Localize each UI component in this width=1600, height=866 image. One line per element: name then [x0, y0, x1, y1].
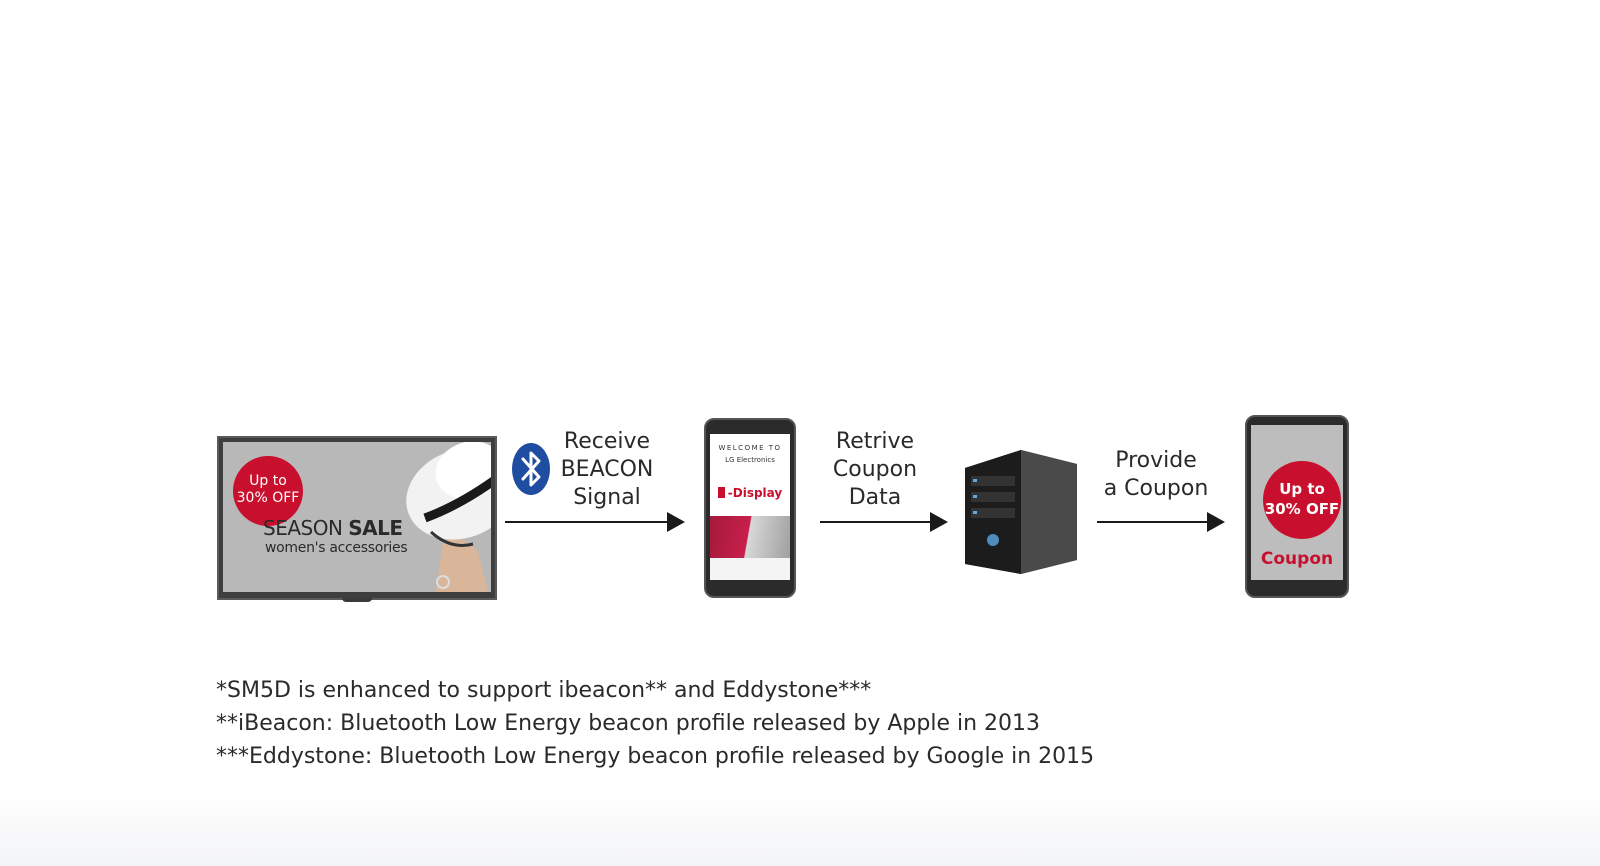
arrow-right-icon [820, 512, 948, 532]
app-screen: WELCOME TO LG Electronics -Display [710, 434, 790, 580]
app-nav-bar [710, 558, 790, 580]
footnote-1: *SM5D is enhanced to support ibeacon** a… [216, 678, 872, 703]
display-discount-badge: Up to 30% OFF [233, 456, 303, 526]
coupon-badge-line1: Up to [1279, 480, 1325, 498]
smartphone-app: WELCOME TO LG Electronics -Display [704, 418, 796, 598]
step-retrieve-label: Retrive Coupon Data [820, 428, 930, 512]
display-screen: Up to 30% OFF SEASON SALE women's access… [223, 442, 491, 592]
app-logo-icon [717, 487, 725, 498]
display-badge-line2: 30% OFF [236, 490, 300, 506]
arrow-right-icon [505, 512, 685, 532]
arrow-right-icon [1097, 512, 1225, 532]
footnote-2: **iBeacon: Bluetooth Low Energy beacon p… [216, 711, 1041, 736]
footnotes: *SM5D is enhanced to support ibeacon** a… [216, 674, 1094, 773]
step-receive-line3: Signal [573, 485, 641, 510]
sale-title-prefix: SEASON [263, 516, 343, 540]
bluetooth-icon [512, 443, 550, 495]
model-with-hat-image [373, 442, 491, 592]
coupon-badge-line2: 30% OFF [1264, 500, 1340, 518]
step-provide-line2: a Coupon [1103, 476, 1209, 501]
signage-display: Up to 30% OFF SEASON SALE women's access… [217, 436, 497, 600]
sale-title: SEASON SALE [263, 516, 403, 540]
coupon-screen: Up to 30% OFF Coupon [1251, 425, 1343, 580]
step-retrieve-line3: Data [848, 485, 902, 510]
app-name: -Display [710, 486, 790, 500]
step-provide-line1: Provide [1115, 448, 1197, 473]
sale-subtitle: women's accessories [265, 540, 408, 556]
step-retrieve-line1: Retrive [835, 429, 915, 454]
step-retrieve-line2: Coupon [832, 457, 918, 482]
step-receive-line2: BEACON [560, 457, 654, 482]
coupon-discount-badge: Up to 30% OFF [1263, 461, 1341, 539]
coupon-label: Coupon [1260, 549, 1334, 569]
footnote-3: ***Eddystone: Bluetooth Low Energy beaco… [216, 744, 1095, 769]
display-stand [342, 598, 372, 602]
app-welcome-text: WELCOME TO [718, 444, 782, 452]
step-provide-label: Provide a Coupon [1094, 447, 1218, 503]
display-badge-line1: Up to [249, 473, 287, 489]
smartphone-coupon: Up to 30% OFF Coupon [1245, 415, 1349, 598]
server-icon [965, 450, 1077, 574]
app-name-text: -Display [727, 486, 783, 500]
step-receive-label: Receive BEACON Signal [554, 428, 660, 512]
app-brand-text: LG Electronics [725, 456, 775, 464]
sale-title-bold: SALE [348, 516, 403, 540]
step-receive-line1: Receive [563, 429, 651, 454]
